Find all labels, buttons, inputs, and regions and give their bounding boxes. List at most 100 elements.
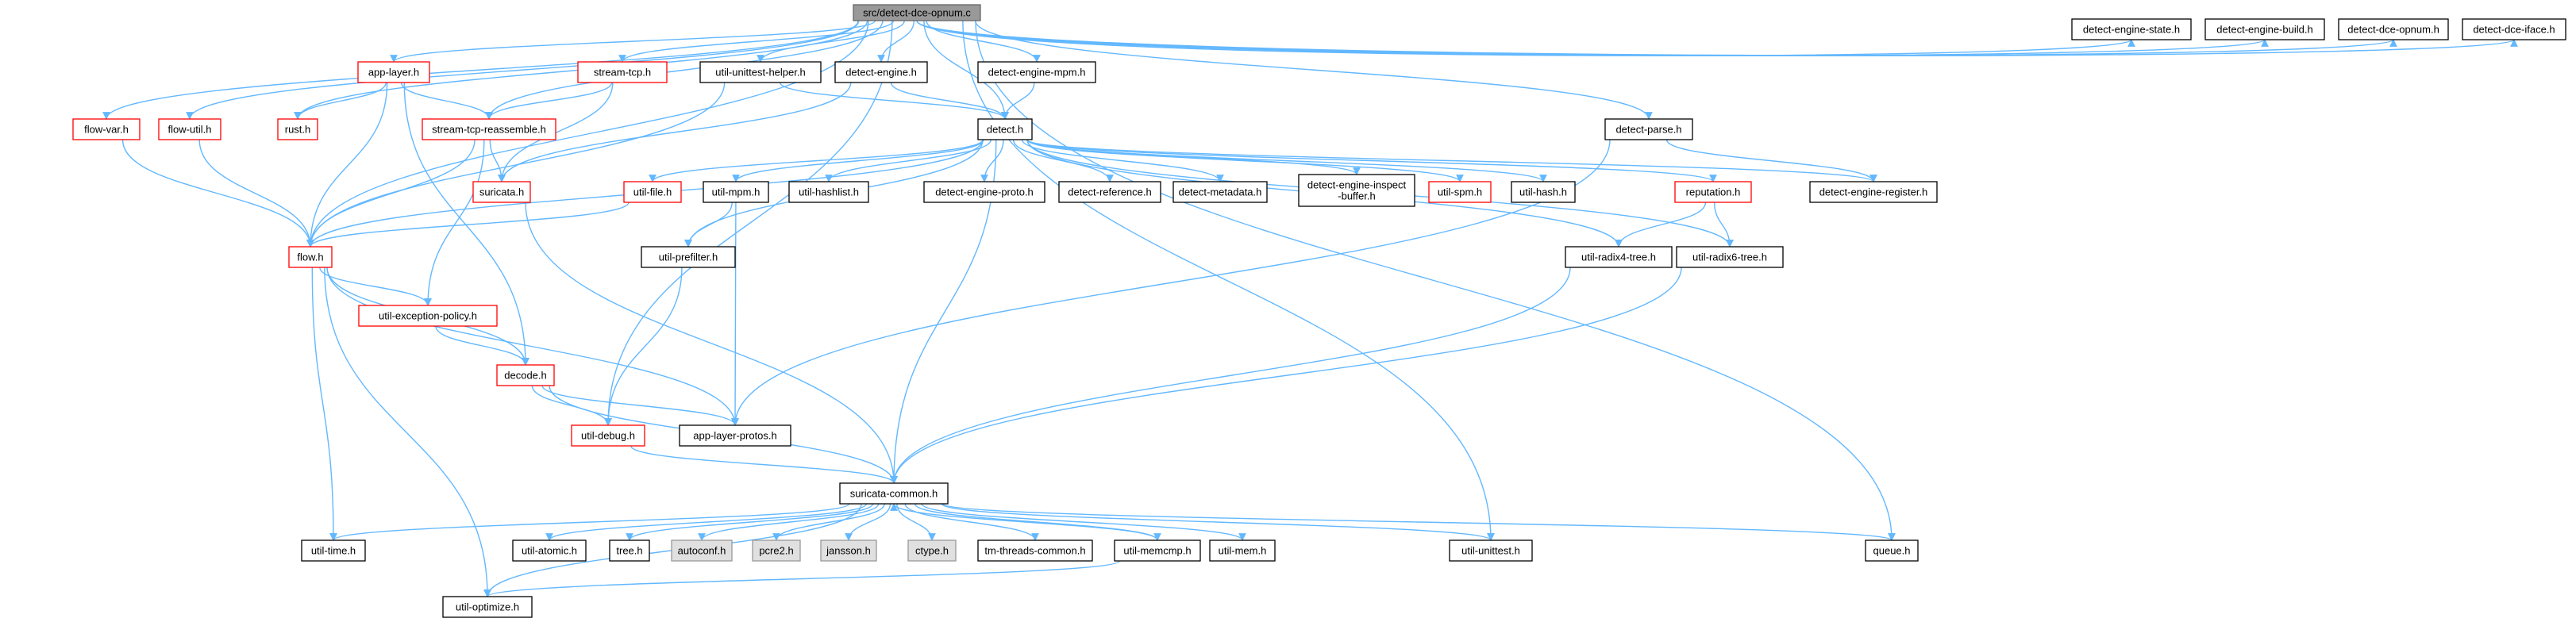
node-detect-engine-state[interactable]: detect-engine-state.h xyxy=(2071,18,2192,40)
node-detect-parse[interactable]: detect-parse.h xyxy=(1604,118,1693,140)
node-detect-dce-iface[interactable]: detect-dce-iface.h xyxy=(2462,18,2566,40)
edge-util-mpm-to-app-layer-protos xyxy=(731,202,739,426)
node-app-layer-protos[interactable]: app-layer-protos.h xyxy=(679,424,791,447)
node-util-mem[interactable]: util-mem.h xyxy=(1209,539,1276,562)
node-label: util-file.h xyxy=(633,186,672,198)
node-stream-tcp[interactable]: stream-tcp.h xyxy=(577,61,668,83)
edge-util-exception-policy-to-decode xyxy=(435,325,529,366)
node-box xyxy=(699,61,822,83)
edge-root-to-detect-engine-mpm xyxy=(926,20,1041,63)
node-box xyxy=(2338,18,2449,40)
node-detect-engine-proto[interactable]: detect-engine-proto.h xyxy=(923,181,1045,203)
node-label: detect-engine-register.h xyxy=(1819,186,1928,198)
node-jansson[interactable]: jansson.h xyxy=(820,539,877,562)
node-rust[interactable]: rust.h xyxy=(277,118,318,140)
node-box xyxy=(977,61,1096,83)
edge-detect-to-detect-reference xyxy=(1012,139,1114,182)
node-label: detect-engine-mpm.h xyxy=(988,67,1086,79)
node-label: autoconf.h xyxy=(678,545,726,557)
node-util-hash[interactable]: util-hash.h xyxy=(1511,181,1576,203)
node-util-mpm[interactable]: util-mpm.h xyxy=(703,181,769,203)
node-util-file[interactable]: util-file.h xyxy=(623,181,682,203)
node-pcre2[interactable]: pcre2.h xyxy=(752,539,801,562)
edge-root-to-flow xyxy=(306,20,869,248)
node-util-time[interactable]: util-time.h xyxy=(301,539,366,562)
node-box xyxy=(907,539,957,562)
edge-reputation-to-util-radix4-tree xyxy=(1615,202,1707,248)
node-ctype[interactable]: ctype.h xyxy=(907,539,957,562)
edge-root-to-app-layer xyxy=(390,20,876,63)
edge-reputation-to-util-radix6-tree xyxy=(1713,202,1734,248)
node-util-optimize[interactable]: util-optimize.h xyxy=(442,596,533,618)
node-util-debug[interactable]: util-debug.h xyxy=(571,424,645,447)
node-label: util-time.h xyxy=(311,545,356,557)
edge-detect-parse-to-detect-engine-register xyxy=(1665,139,1877,182)
node-box xyxy=(1298,174,1415,207)
node-label: util-spm.h xyxy=(1438,186,1482,198)
node-label: detect-engine-build.h xyxy=(2216,24,2312,36)
node-util-unittest[interactable]: util-unittest.h xyxy=(1449,539,1533,562)
edge-root-to-util-unittest xyxy=(962,20,1495,541)
node-flow[interactable]: flow.h xyxy=(288,246,333,268)
node-detect-engine-mpm[interactable]: detect-engine-mpm.h xyxy=(977,61,1096,83)
node-box xyxy=(1058,181,1161,203)
node-label: detect-engine-state.h xyxy=(2083,24,2180,36)
edge-suricata-common-to-util-time xyxy=(329,503,850,541)
node-util-unittest-helper[interactable]: util-unittest-helper.h xyxy=(699,61,822,83)
node-suricata[interactable]: suricata.h xyxy=(472,181,531,203)
node-label: detect-reference.h xyxy=(1068,186,1152,198)
node-root[interactable]: src/detect-dce-opnum.c xyxy=(853,4,981,21)
node-box xyxy=(1565,246,1673,268)
node-util-radix6-tree[interactable]: util-radix6-tree.h xyxy=(1676,246,1784,268)
edge-suricata-common-to-ctype xyxy=(896,503,936,541)
node-detect[interactable]: detect.h xyxy=(977,118,1033,140)
node-label: detect.h xyxy=(987,124,1023,136)
edge-suricata-common-to-queue xyxy=(942,503,1896,541)
node-tree[interactable]: tree.h xyxy=(609,539,650,562)
node-box xyxy=(571,424,645,447)
node-box xyxy=(977,539,1093,562)
edge-layer xyxy=(102,20,2518,597)
node-label: flow-util.h xyxy=(168,124,212,136)
edge-detect-to-util-hash xyxy=(1026,139,1547,182)
node-autoconf[interactable]: autoconf.h xyxy=(671,539,733,562)
node-label: flow-var.h xyxy=(84,124,129,136)
node-detect-dce-opnum[interactable]: detect-dce-opnum.h xyxy=(2338,18,2449,40)
node-label: suricata.h xyxy=(479,186,524,198)
node-util-exception-policy[interactable]: util-exception-policy.h xyxy=(358,305,498,327)
node-tm-threads-common[interactable]: tm-threads-common.h xyxy=(977,539,1093,562)
node-box xyxy=(358,305,498,327)
node-app-layer[interactable]: app-layer.h xyxy=(357,61,430,83)
edge-detect-to-detect-engine-register xyxy=(1026,139,1877,182)
node-util-memcmp[interactable]: util-memcmp.h xyxy=(1114,539,1201,562)
node-box xyxy=(472,181,531,203)
node-box xyxy=(512,539,587,562)
node-detect-engine-register[interactable]: detect-engine-register.h xyxy=(1809,181,1938,203)
node-queue[interactable]: queue.h xyxy=(1865,539,1919,562)
edge-suricata-common-to-util-mem xyxy=(921,503,1246,541)
node-detect-reference[interactable]: detect-reference.h xyxy=(1058,181,1161,203)
node-util-spm[interactable]: util-spm.h xyxy=(1428,181,1492,203)
node-stream-tcp-reassemble[interactable]: stream-tcp-reassemble.h xyxy=(422,118,556,140)
node-util-radix4-tree[interactable]: util-radix4-tree.h xyxy=(1565,246,1673,268)
node-decode[interactable]: decode.h xyxy=(496,364,555,386)
node-flow-var[interactable]: flow-var.h xyxy=(72,118,141,140)
node-flow-util[interactable]: flow-util.h xyxy=(158,118,221,140)
node-label: stream-tcp-reassemble.h xyxy=(432,124,546,136)
node-reputation[interactable]: reputation.h xyxy=(1674,181,1752,203)
edge-root-to-flow-util xyxy=(186,20,860,120)
node-util-hashlist[interactable]: util-hashlist.h xyxy=(788,181,869,203)
node-label: detect-dce-opnum.h xyxy=(2347,24,2439,36)
node-detect-engine-build[interactable]: detect-engine-build.h xyxy=(2204,18,2325,40)
node-suricata-common[interactable]: suricata-common.h xyxy=(839,482,949,505)
node-box xyxy=(1809,181,1938,203)
node-detect-metadata[interactable]: detect-metadata.h xyxy=(1172,181,1268,203)
node-detect-engine-inspect-buffer[interactable]: detect-engine-inspect-buffer.h xyxy=(1298,174,1415,207)
node-util-prefilter[interactable]: util-prefilter.h xyxy=(641,246,736,268)
node-label: util-radix6-tree.h xyxy=(1692,251,1767,263)
node-util-atomic[interactable]: util-atomic.h xyxy=(512,539,587,562)
node-detect-engine[interactable]: detect-engine.h xyxy=(834,61,928,83)
node-box xyxy=(1172,181,1268,203)
edge-stream-tcp-reassemble-to-flow xyxy=(306,139,476,248)
